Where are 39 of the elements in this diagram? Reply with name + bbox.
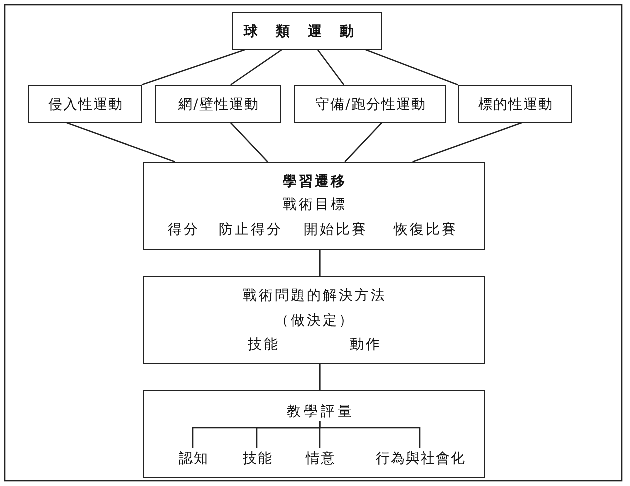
connector-line <box>366 49 458 86</box>
evaluation-item: 行為與社會化 <box>376 450 466 468</box>
skill-label: 動作 <box>350 336 382 354</box>
connector-line <box>317 50 345 86</box>
connector-line <box>66 122 176 163</box>
text-box <box>143 276 485 364</box>
category-label: 侵入性運動 <box>48 96 124 114</box>
text-box <box>232 12 382 50</box>
connector-line <box>230 49 282 86</box>
text-box <box>294 85 446 123</box>
category-label: 標的性運動 <box>478 96 554 114</box>
connector-line <box>320 250 321 276</box>
text-box <box>143 390 485 478</box>
evaluation-item: 認知 <box>179 450 209 468</box>
title-text: 球類運動 <box>244 23 372 41</box>
category-label: 守備/跑分性運動 <box>316 96 426 114</box>
evaluation-item: 情意 <box>306 450 336 468</box>
box-heading: 戰術問題的解決方法 <box>243 287 387 305</box>
evaluation-heading: 教學評量 <box>287 403 355 421</box>
bracket-line <box>319 421 421 448</box>
box-subheading: （做決定） <box>275 312 355 330</box>
connector-line <box>320 364 321 390</box>
text-box <box>28 85 142 123</box>
box-subheading: 戰術目標 <box>283 196 347 214</box>
connector-line <box>230 122 268 162</box>
skill-label: 技能 <box>248 336 280 354</box>
text-box <box>458 85 572 123</box>
connector-line <box>142 49 246 86</box>
evaluation-item: 技能 <box>243 450 273 468</box>
category-label: 網/壁性運動 <box>178 96 260 114</box>
box-heading: 學習遷移 <box>283 173 347 191</box>
goal-label: 得分 <box>168 221 200 239</box>
goal-label: 恢復比賽 <box>394 221 458 239</box>
goal-label: 防止得分 <box>219 221 283 239</box>
goal-label: 開始比賽 <box>304 221 368 239</box>
connector-line <box>412 122 522 163</box>
text-box <box>143 162 485 250</box>
text-box <box>155 85 281 123</box>
connector-line <box>344 122 382 162</box>
